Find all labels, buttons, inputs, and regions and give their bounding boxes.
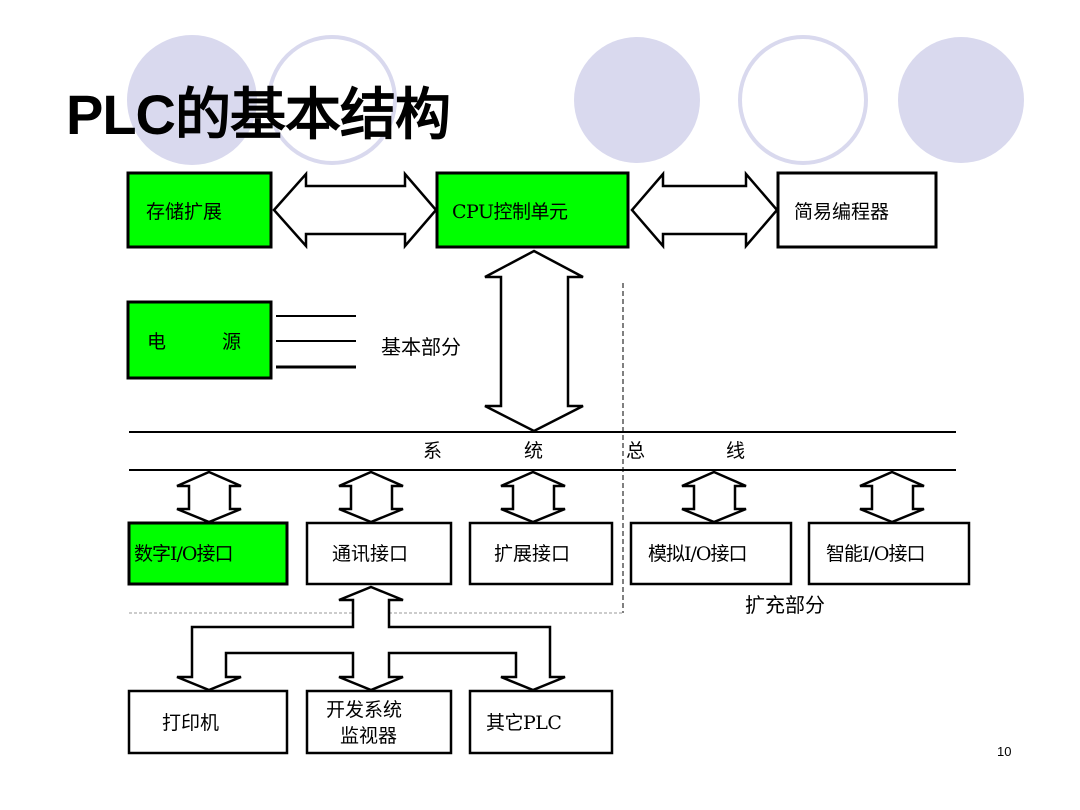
comm-interface-box: [305, 521, 453, 586]
deco-circle-filled-2: [574, 37, 700, 163]
arrow-comm-peripherals: [176, 585, 566, 692]
other-plc-box: [468, 689, 614, 755]
storage-expansion-label: 存储扩展: [146, 201, 222, 223]
dev-monitor-label-line2: 监视器: [340, 725, 397, 747]
arrow-bus-comm: [338, 470, 404, 524]
dev-monitor-label-line1: 开发系统: [326, 699, 402, 721]
power-supply-box: [126, 300, 273, 380]
comm-interface-label: 通讯接口: [332, 543, 408, 565]
power-supply-label-right: 源: [222, 331, 241, 353]
other-plc-label: 其它PLC: [486, 712, 561, 734]
power-supply-label-left: 电: [147, 331, 166, 353]
page-number: 10: [997, 744, 1012, 759]
deco-circle-outline-1: [267, 35, 397, 165]
expansion-interface-label: 扩展接口: [494, 543, 570, 565]
slide-title: PLC的基本结构: [66, 83, 451, 146]
arrow-bus-analog-io: [681, 470, 747, 524]
smart-io-label: 智能I/O接口: [826, 543, 924, 565]
bus-char-4: 线: [726, 440, 745, 462]
arrow-cpu-bus: [484, 249, 584, 433]
deco-circle-filled-3: [898, 37, 1024, 163]
arrow-cpu-programmer: [630, 170, 779, 250]
bus-char-2: 统: [524, 440, 543, 462]
bus-char-3: 总: [626, 440, 645, 462]
basic-part-label: 基本部分: [381, 335, 461, 359]
dev-monitor-box: [305, 689, 453, 755]
storage-expansion-box: [126, 171, 273, 249]
simple-programmer-label: 简易编程器: [794, 201, 889, 223]
decorative-circles: [127, 35, 1024, 165]
bus-interface-arrows: [176, 470, 925, 524]
expansion-part-label: 扩充部分: [745, 593, 825, 617]
expansion-interface-box: [468, 521, 614, 586]
analog-io-box: [629, 521, 793, 586]
arrow-bus-smart-io: [859, 470, 925, 524]
arrow-bus-digital-io: [176, 470, 242, 524]
arrow-storage-cpu: [272, 170, 438, 250]
bus-char-1: 系: [423, 440, 442, 462]
printer-box: [127, 689, 289, 755]
digital-io-label: 数字I/O接口: [134, 543, 232, 565]
deco-circle-outline-2: [738, 35, 868, 165]
cpu-unit-label: CPU控制单元: [452, 201, 568, 223]
smart-io-box: [807, 521, 971, 586]
analog-io-label: 模拟I/O接口: [648, 543, 746, 565]
arrow-bus-expansion: [500, 470, 566, 524]
digital-io-box: [127, 521, 289, 586]
printer-label: 打印机: [162, 712, 219, 734]
deco-circle-filled-1: [127, 35, 257, 165]
